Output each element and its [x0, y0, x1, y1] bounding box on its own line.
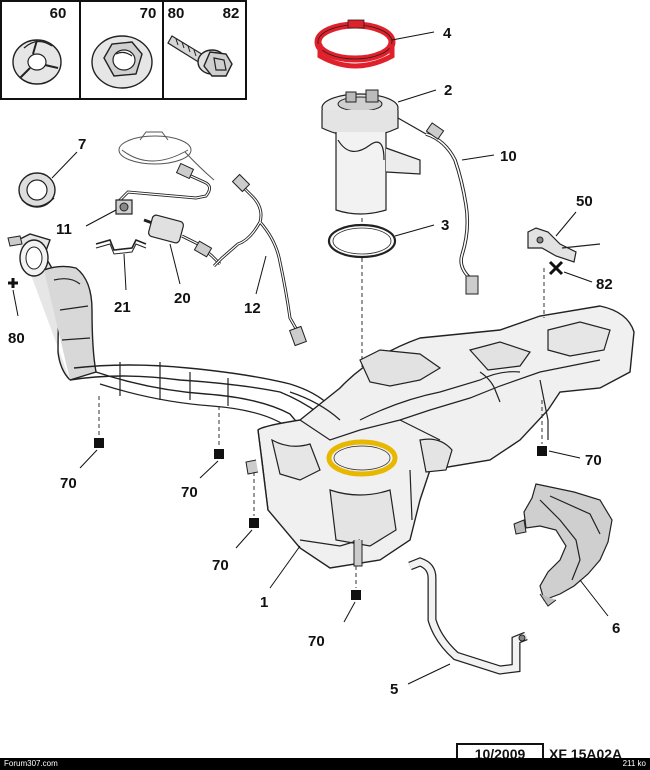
- label-7: 7: [78, 136, 86, 153]
- watermark-text[interactable]: Forum307.com: [4, 759, 58, 768]
- label-12: 12: [244, 300, 261, 317]
- fastener-legend-box: 60 70 80 82: [0, 0, 247, 100]
- label-70-left: 70: [60, 475, 77, 492]
- seal-ring-part: [327, 223, 397, 259]
- label-20: 20: [174, 290, 191, 307]
- flange-nut-icon: [91, 35, 153, 89]
- legend-header-70: 70: [140, 5, 157, 22]
- ghost-pump-outline: [118, 131, 215, 181]
- tank-strap-part: [408, 557, 528, 675]
- image-host-bar: Forum307.com 211 ko: [0, 758, 650, 770]
- legend-header-82: 82: [223, 5, 240, 22]
- filler-neck-pipe: [7, 233, 97, 381]
- label-10: 10: [500, 148, 517, 165]
- marker-dashed-links: [98, 396, 543, 588]
- label-3: 3: [441, 217, 449, 234]
- label-11: 11: [56, 221, 72, 238]
- fuel-filter-part: [143, 214, 222, 266]
- heat-shield-part: [513, 483, 613, 607]
- label-6: 6: [612, 620, 620, 637]
- clip-nut-icon: [12, 39, 62, 85]
- filler-screw-marker: [8, 278, 18, 288]
- label-50: 50: [576, 193, 593, 210]
- label-4: 4: [443, 25, 452, 42]
- label-70-bottom: 70: [308, 633, 325, 650]
- lock-ring-part: [314, 19, 396, 69]
- label-1: 1: [260, 594, 268, 611]
- bracket-clip-part: [95, 238, 147, 255]
- label-21: 21: [114, 299, 131, 316]
- label-5: 5: [390, 681, 398, 698]
- filler-vent-tubes: [69, 362, 331, 427]
- fuel-tank-body: [245, 305, 635, 569]
- filler-neck-seal: [18, 172, 56, 208]
- wiring-harness-part: [425, 122, 479, 295]
- legend-header-60: 60: [50, 5, 67, 22]
- label-70-center: 70: [181, 484, 198, 501]
- flange-bolt-icon: [167, 35, 233, 77]
- label-82: 82: [596, 276, 613, 293]
- fuel-supply-pipe: [116, 162, 211, 204]
- legend-header-80: 80: [168, 5, 185, 22]
- return-pipe-part: [212, 173, 308, 347]
- label-2: 2: [444, 82, 452, 99]
- file-size-text: 211 ko: [622, 759, 646, 768]
- bracket-screw-marker: [548, 260, 564, 276]
- pipe-clip-part: [115, 199, 133, 215]
- label-70-lower: 70: [212, 557, 229, 574]
- mounting-point-markers: [94, 438, 547, 600]
- label-70-right: 70: [585, 452, 602, 469]
- pump-opening-highlight: [326, 439, 398, 477]
- label-80: 80: [8, 330, 25, 347]
- fuel-pump-module: [321, 89, 427, 215]
- tank-bracket-part: [527, 227, 601, 263]
